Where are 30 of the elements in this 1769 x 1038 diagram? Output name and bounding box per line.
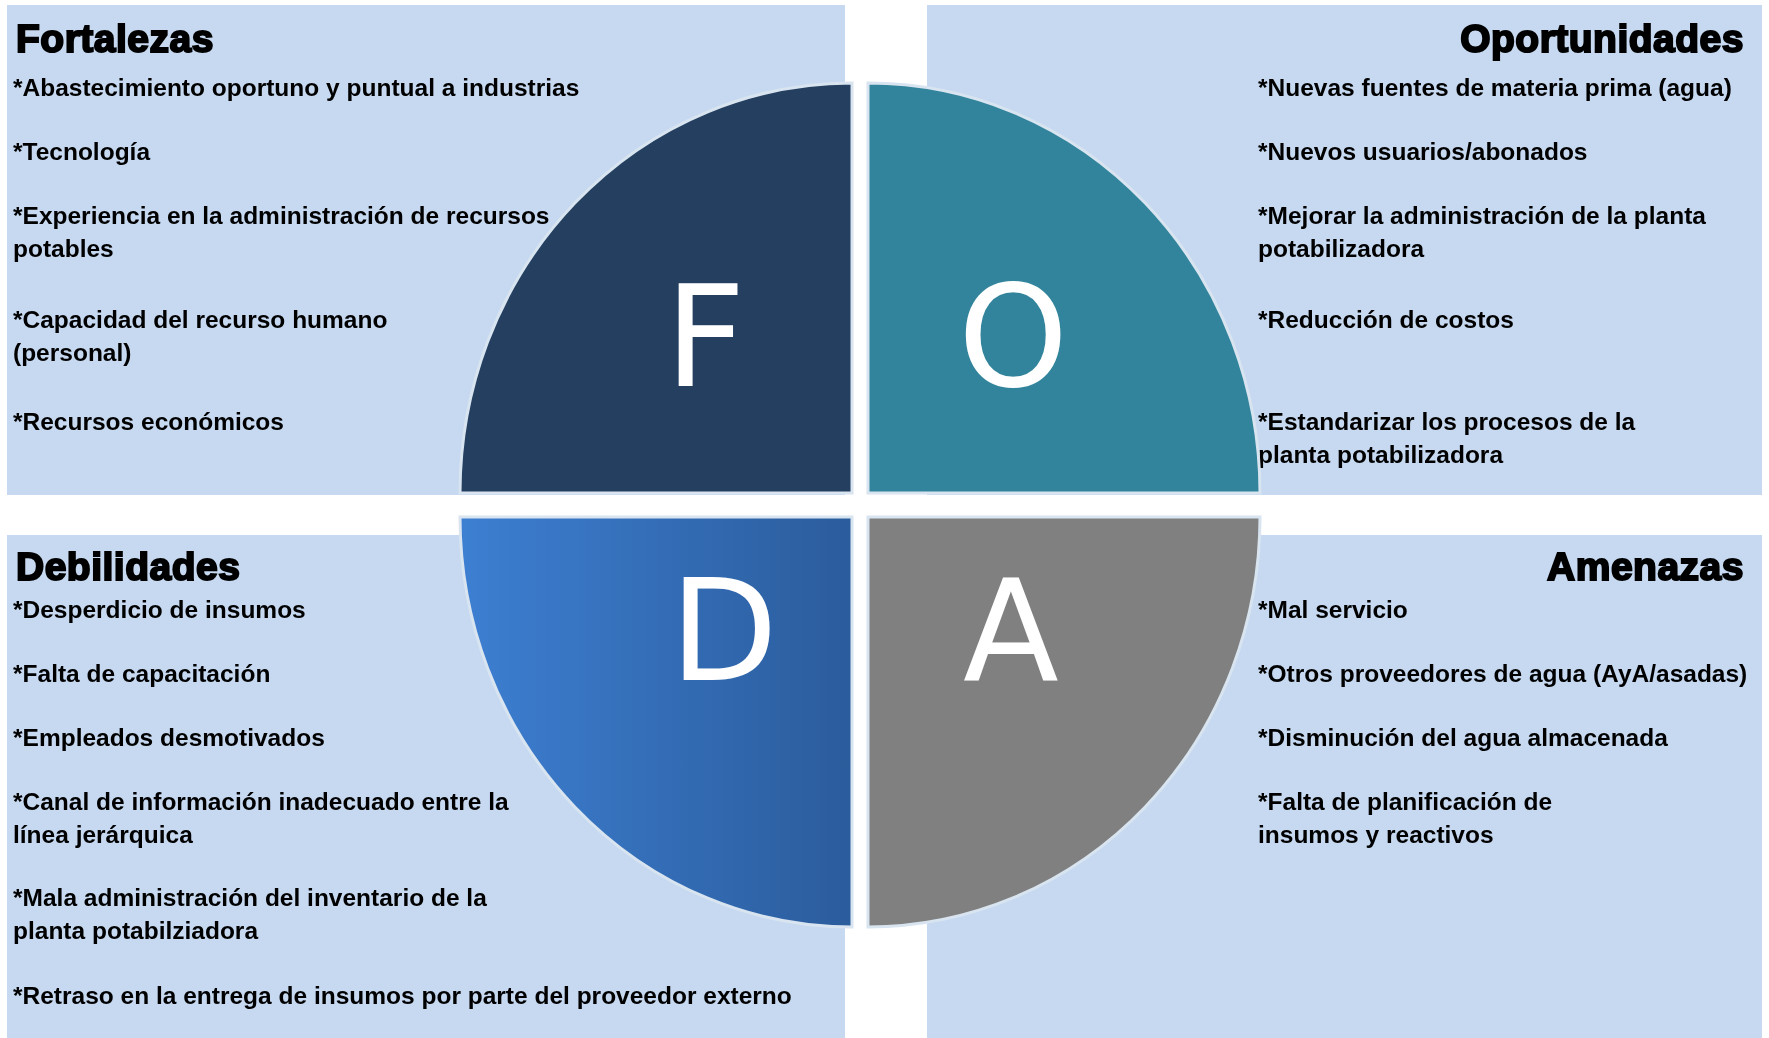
list-item: *Mal servicio — [1258, 595, 1409, 625]
panel-heading: Oportunidades — [1460, 19, 1744, 59]
quarter-circle-segment — [868, 517, 1260, 927]
panel-heading: Fortalezas — [16, 19, 214, 59]
list-item: *Empleados desmotivados — [13, 723, 326, 753]
quadrant-letter: A — [963, 557, 1059, 707]
list-item: *Recursos económicos — [13, 407, 285, 437]
list-item: *Experiencia en la administración de recursos potables — [13, 201, 551, 264]
quadrant-letter: O — [958, 263, 1069, 413]
list-item: *Estandarizar los procesos de la planta potabilizadora — [1258, 407, 1637, 470]
list-item: *Disminución del agua almacenada — [1258, 723, 1669, 753]
list-item: *Nuevas fuentes de materia prima (agua) — [1258, 73, 1733, 103]
list-item: *Tecnología — [13, 137, 152, 167]
quadrant-letter: F — [665, 263, 746, 413]
list-item: *Mejorar la administración de la planta potabilizadora — [1258, 201, 1707, 264]
list-item: *Falta de capacitación — [13, 659, 272, 689]
list-item: *Otros proveedores de agua (AyA/asadas) — [1258, 659, 1749, 689]
list-item: *Mala administración del inventario de la planta potabilziadora — [13, 883, 488, 946]
list-item: *Abastecimiento oportuno y puntual a industrias — [13, 73, 581, 103]
list-item: *Desperdicio de insumos — [13, 595, 307, 625]
list-item: *Falta de planificación de insumos y reactivos — [1258, 787, 1554, 850]
list-item: *Retraso en la entrega de insumos por parte del proveedor externo — [13, 981, 793, 1011]
list-item: *Nuevos usuarios/abonados — [1258, 137, 1589, 167]
list-item: *Canal de información inadecuado entre la línea jerárquica — [13, 787, 510, 850]
list-item: *Capacidad del recurso humano (personal) — [13, 305, 389, 368]
quarter-circle-segment — [868, 83, 1260, 493]
panel-heading: Debilidades — [16, 547, 241, 587]
list-item: *Reducción de costos — [1258, 305, 1515, 335]
quadrant-letter: D — [670, 557, 778, 707]
panel-heading: Amenazas — [1547, 547, 1744, 587]
